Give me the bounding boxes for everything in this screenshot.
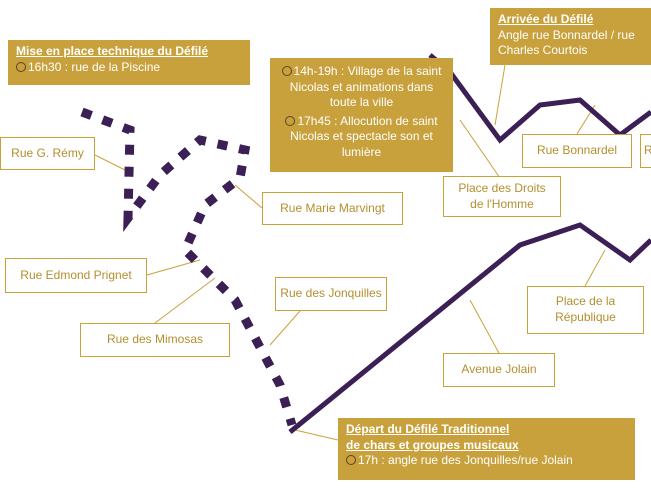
speech-text: 17h45 : Allocution de saint Nicolas et s… [290, 113, 438, 159]
label-place-droits-homme: Place des Droits de l'Homme [443, 176, 561, 217]
clock-icon [285, 115, 296, 126]
label-place-republique: Place de la République [527, 286, 644, 334]
label-rue-bonnardel: Rue Bonnardel [522, 134, 632, 168]
label-rue-edmond-prignet: Rue Edmond Prignet [5, 258, 147, 293]
setup-box: Mise en place technique du Défilé 16h30 … [8, 40, 250, 85]
setup-title: Mise en place technique du Défilé [16, 44, 209, 58]
arrival-title: Arrivée du Défilé [498, 12, 594, 26]
arrival-text: Angle rue Bonnardel / rue Charles Courto… [498, 27, 635, 58]
clock-icon [16, 61, 26, 72]
departure-time: 17h : angle rue des Jonquilles/rue Jolai… [358, 453, 573, 468]
label-partial: R [640, 134, 651, 168]
departure-title-1: Départ du Défilé Traditionnel [346, 422, 510, 436]
clock-icon [346, 455, 356, 466]
label-rue-marie-marvingt: Rue Marie Marvingt [262, 192, 403, 225]
label-avenue-jolain: Avenue Jolain [443, 353, 555, 387]
village-box: 14h-19h : Village de la saint Nicolas et… [270, 58, 453, 172]
arrival-box: Arrivée du Défilé Angle rue Bonnardel / … [490, 8, 651, 65]
route-solid-upper [428, 53, 651, 144]
clock-icon [281, 66, 292, 76]
label-rue-des-mimosas: Rue des Mimosas [80, 323, 230, 357]
village-text: 14h-19h : Village de la saint Nicolas et… [289, 64, 442, 110]
label-rue-g-remy: Rue G. Rémy [0, 137, 95, 170]
label-rue-des-jonquilles: Rue des Jonquilles [275, 277, 387, 311]
departure-box: Départ du Défilé Traditionnel de chars e… [338, 418, 635, 480]
departure-title-2: de chars et groupes musicaux [346, 437, 519, 452]
setup-time: 16h30 : rue de la Piscine [28, 59, 161, 74]
route-solid-lower [288, 222, 651, 434]
